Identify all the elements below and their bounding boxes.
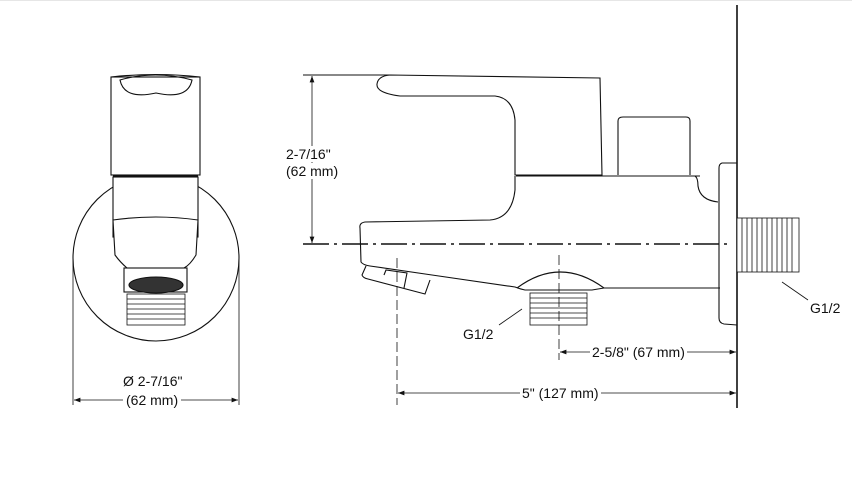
spout-nozzle [361,265,431,295]
inlet-thread [736,217,800,273]
handle-top-ellipse [119,74,193,96]
height-inch-label: 2-7/16" [286,146,331,162]
inlet-thread-label: G1/2 [810,300,841,316]
outlet-thread-label: G1/2 [463,326,494,342]
wall-flange [718,162,738,326]
front-diameter-inch-label: Ø 2-7/16" [123,373,183,389]
outlet-bump [516,271,605,289]
outlet-thread [529,292,588,326]
faucet-body [359,176,720,291]
spout-reach-label: 5" (127 mm) [520,385,601,401]
front-diameter-mm-label: (62 mm) [123,392,182,408]
front-handle [110,76,201,176]
outlet-offset-label: 2-5/8" (67 mm) [590,344,687,360]
lever-handle [376,74,603,176]
side-view [303,5,809,408]
height-mm-label: (62 mm) [286,163,339,179]
front-spout [112,216,199,269]
front-view [72,73,240,405]
top-border [0,0,852,1]
diverter-knob [617,116,691,175]
front-thread [126,293,186,326]
